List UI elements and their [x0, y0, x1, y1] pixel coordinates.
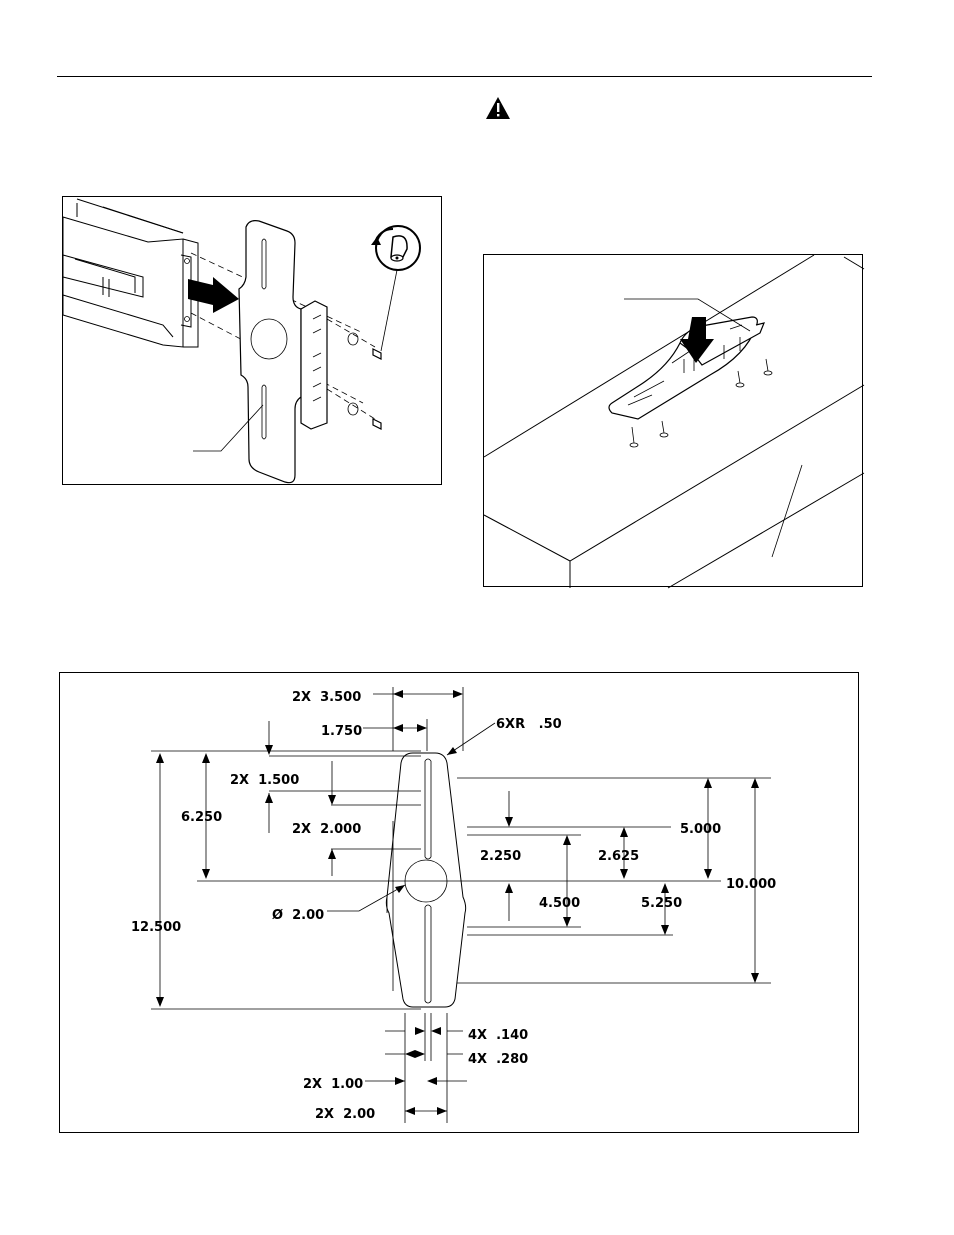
dim-100: 2X 1.00 — [303, 1077, 363, 1092]
dim-2250: 2.250 — [480, 849, 521, 864]
dim-width-outer: 2X 3.500 — [292, 690, 361, 705]
push-arrow-icon — [188, 277, 239, 313]
dim-corner-radius: 6XR .50 — [496, 717, 562, 732]
figure-ceiling-mount — [483, 254, 865, 589]
dim-hole-diameter: Ø 2.00 — [272, 908, 324, 923]
figure-bracket-attach — [62, 196, 442, 485]
dim-2625: 2.625 — [598, 849, 639, 864]
dim-width-half: 1.750 — [321, 724, 362, 739]
header-rule — [57, 76, 872, 77]
dim-200: 2X 2.00 — [315, 1107, 375, 1122]
dim-overall-height: 12.500 — [131, 920, 181, 935]
dim-slot-spacing: 4X .280 — [468, 1052, 528, 1067]
dim-4500: 4.500 — [539, 896, 580, 911]
figure-dimension-drawing: 2X 3.500 1.750 6XR .50 2X 1.500 6.250 2X… — [59, 672, 859, 1133]
dim-10000: 10.000 — [726, 877, 776, 892]
dim-slot-width: 4X .140 — [468, 1028, 528, 1043]
down-arrow-icon — [680, 317, 714, 363]
rotate-wrench-icon — [371, 225, 421, 271]
dim-top-slot-offset: 2X 1.500 — [230, 773, 299, 788]
dim-half-height: 6.250 — [181, 810, 222, 825]
dim-5000: 5.000 — [680, 822, 721, 837]
dim-5250: 5.250 — [641, 896, 682, 911]
dim-slot-length: 2X 2.000 — [292, 822, 361, 837]
